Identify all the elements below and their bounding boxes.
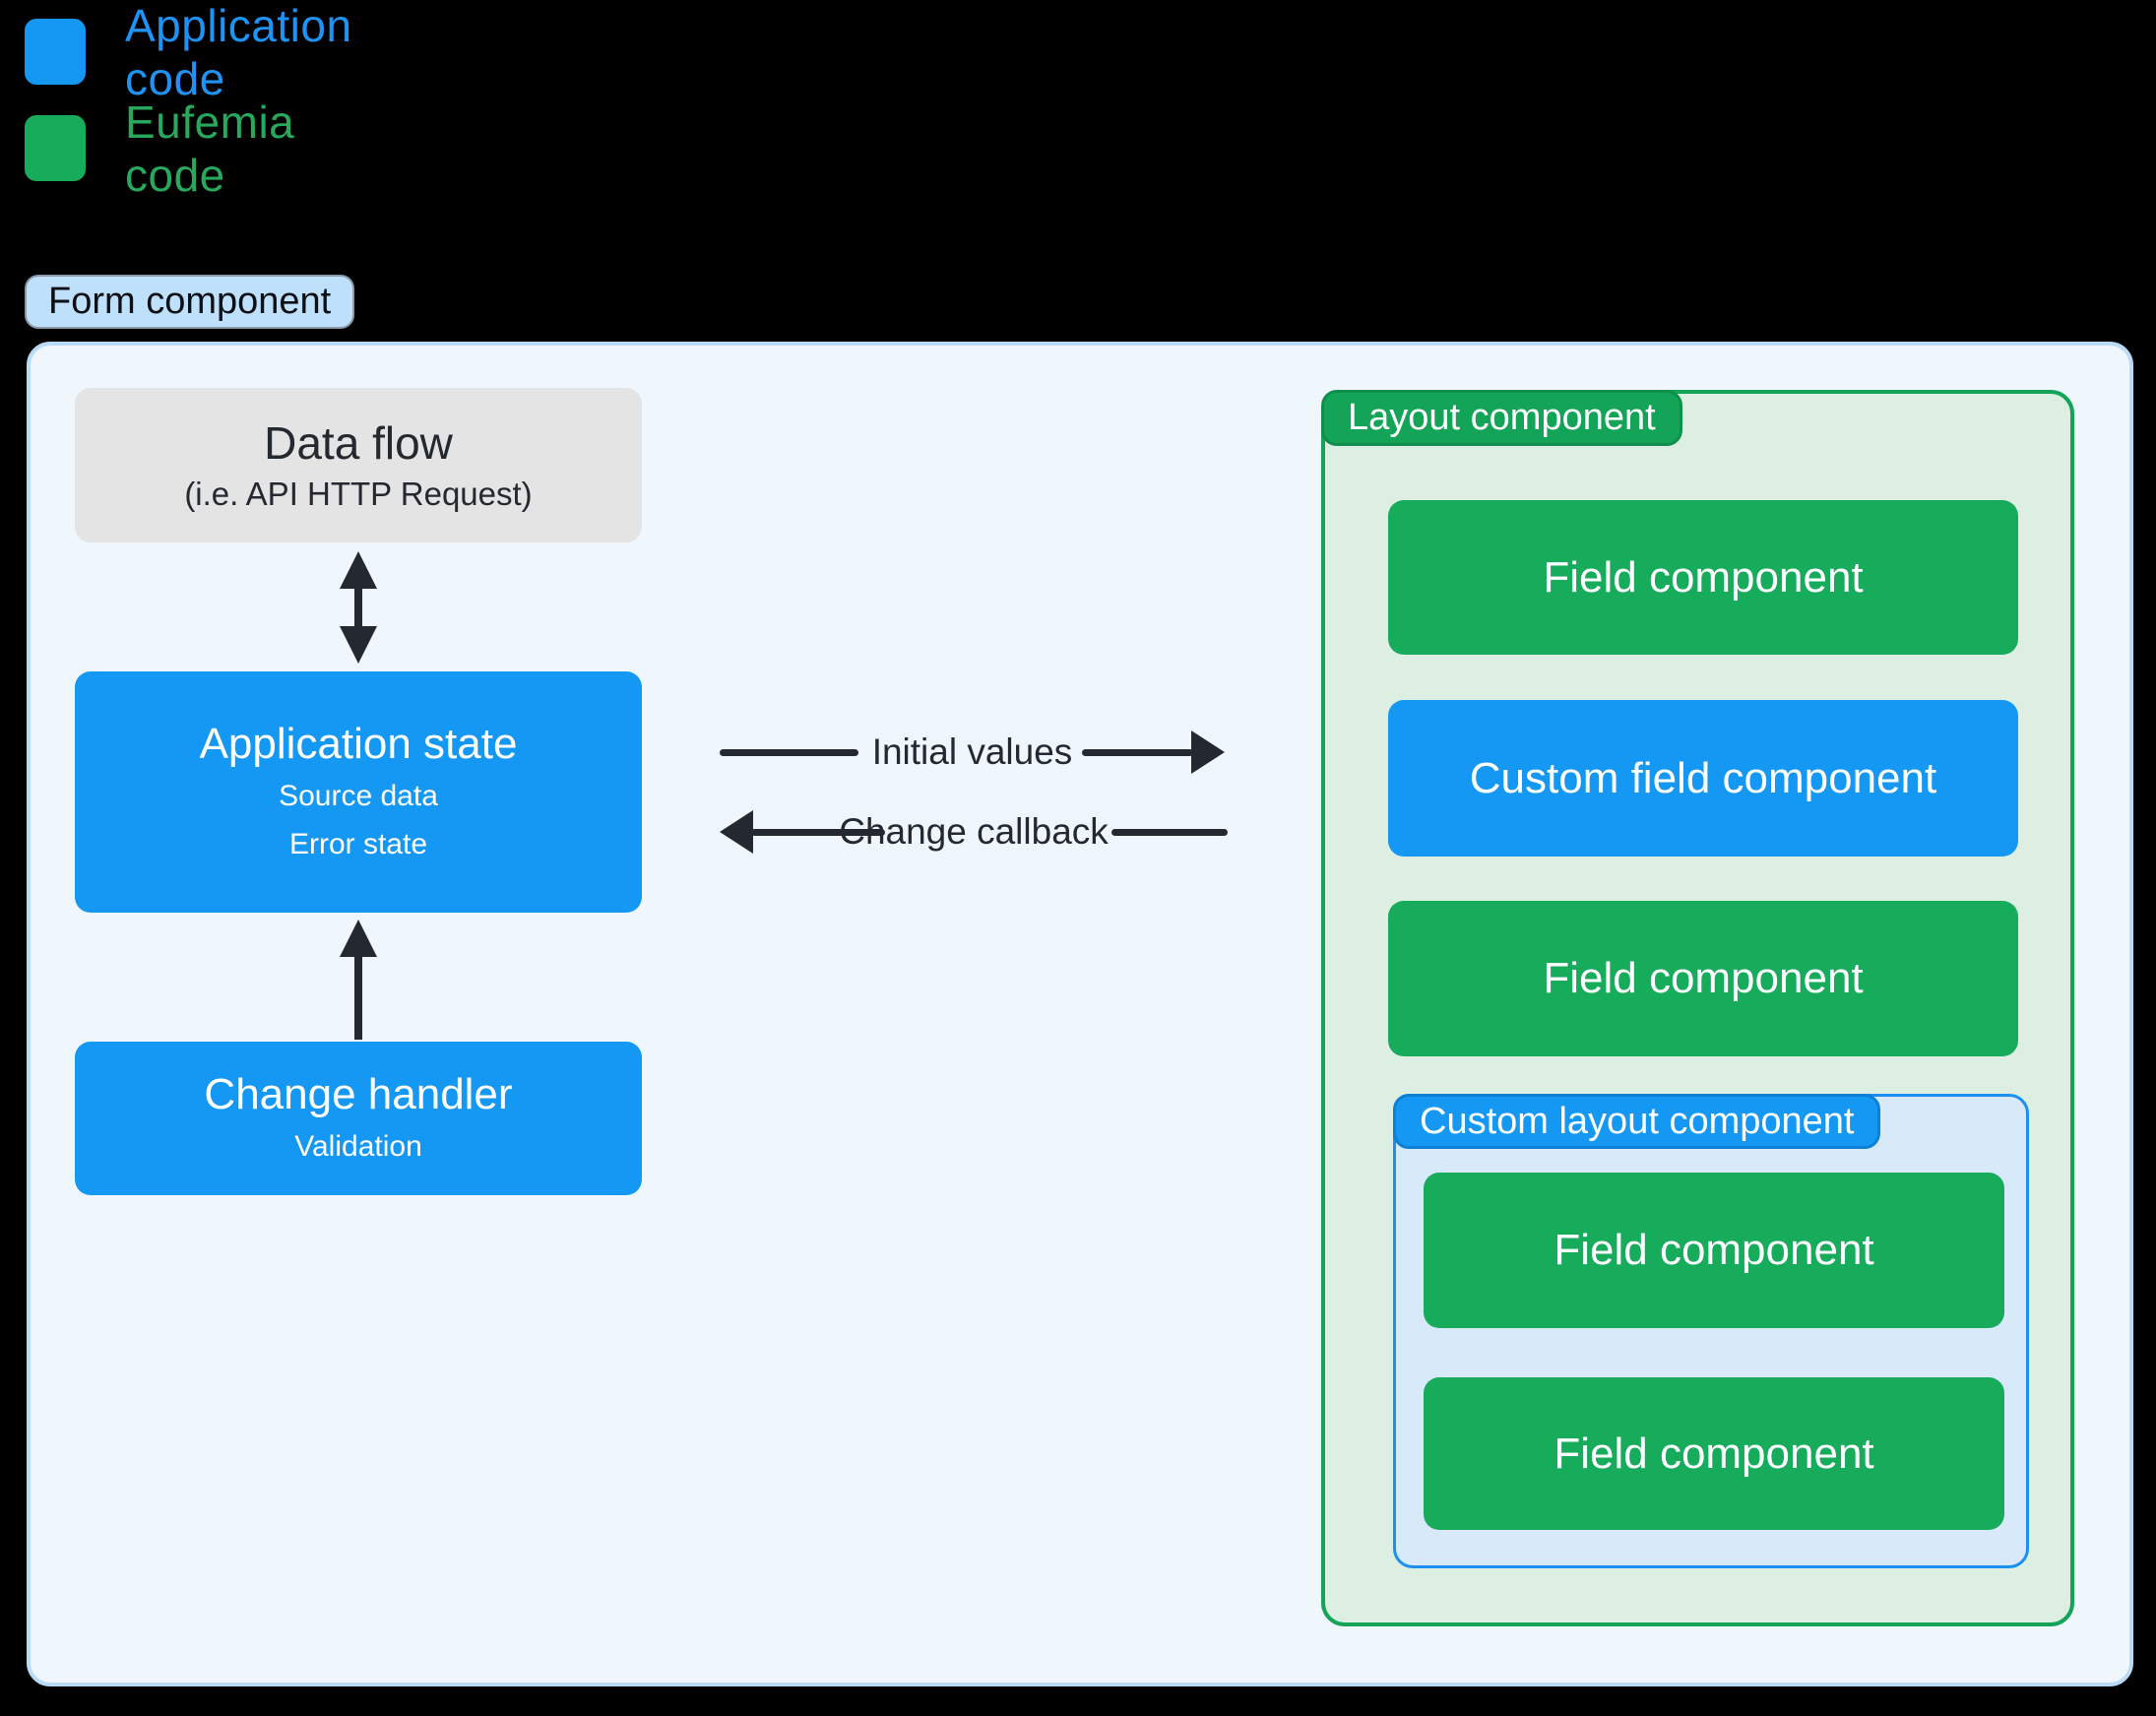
custom-field-component-label: Custom field component xyxy=(1469,753,1937,802)
application-state-title: Application state xyxy=(199,719,518,768)
custom-field-component-box: Custom field component xyxy=(1388,700,2018,857)
data-flow-box: Data flow (i.e. API HTTP Request) xyxy=(75,388,642,542)
field-component-box-3: Field component xyxy=(1424,1173,2004,1328)
field-component-label: Field component xyxy=(1554,1226,1874,1274)
application-state-line-error-state: Error state xyxy=(288,827,428,860)
application-state-line-source-data: Source data xyxy=(279,779,438,812)
layout-component-badge: Layout component xyxy=(1321,390,1682,446)
layout-component-container: Layout component Field component Custom … xyxy=(1321,390,2074,1626)
initial-values-line-left xyxy=(720,749,858,756)
field-component-label: Field component xyxy=(1554,1429,1874,1478)
application-code-swatch-icon xyxy=(25,19,86,85)
custom-layout-component-badge: Custom layout component xyxy=(1393,1094,1881,1149)
initial-values-line-right xyxy=(1082,749,1193,756)
field-component-label: Field component xyxy=(1543,954,1864,1002)
form-component-badge: Form component xyxy=(25,275,355,329)
legend-label-application-code: Application code xyxy=(125,0,352,104)
change-callback-line-right xyxy=(1111,829,1228,836)
change-handler-subtitle: Validation xyxy=(294,1129,422,1163)
eufemia-code-swatch-icon xyxy=(25,115,86,181)
field-component-label: Field component xyxy=(1543,552,1864,602)
change-callback-line-left xyxy=(751,829,885,836)
initial-values-arrow: Initial values xyxy=(720,731,1225,774)
arrow-right-icon xyxy=(1191,731,1225,774)
data-flow-subtitle: (i.e. API HTTP Request) xyxy=(184,475,533,512)
legend-label-eufemia-code: Eufemia code xyxy=(125,95,295,201)
application-state-box: Application state Source data Error stat… xyxy=(75,671,642,913)
field-component-box-1: Field component xyxy=(1388,500,2018,655)
initial-values-label: Initial values xyxy=(871,731,1073,772)
field-component-box-4: Field component xyxy=(1424,1377,2004,1530)
change-callback-label: Change callback xyxy=(839,811,1109,852)
arrow-left-icon xyxy=(720,810,753,854)
change-handler-box: Change handler Validation xyxy=(75,1042,642,1195)
data-flow-bidirectional-arrow-icon xyxy=(329,551,388,664)
change-handler-title: Change handler xyxy=(204,1069,513,1118)
data-flow-title: Data flow xyxy=(264,416,453,469)
change-handler-up-arrow-icon xyxy=(329,920,388,1040)
form-component-container: Data flow (i.e. API HTTP Request) Applic… xyxy=(27,342,2133,1686)
field-component-box-2: Field component xyxy=(1388,901,2018,1056)
change-callback-arrow: Change callback xyxy=(720,810,1228,854)
custom-layout-component-container: Custom layout component Field component … xyxy=(1393,1094,2029,1568)
